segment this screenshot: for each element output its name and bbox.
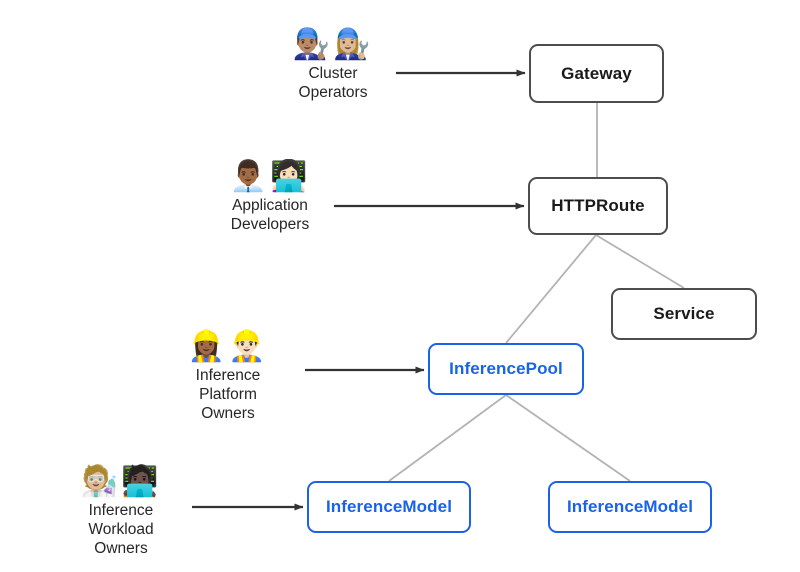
edge-httproute-inferencepool bbox=[505, 234, 597, 344]
node-inferencemodel-left[interactable]: InferenceModel bbox=[307, 481, 471, 533]
woman-construction-worker-icon man-construction-worker-icon: 👷🏾‍♀️👷🏻‍♂️ bbox=[187, 329, 269, 364]
persona-arrows bbox=[192, 69, 526, 511]
persona-caption-application-developers: Application Developers bbox=[230, 197, 310, 233]
scientist-icon technologist-icon: 🧑🏼‍🔬🧑🏿‍💻 bbox=[80, 464, 162, 499]
edge-inferencepool-inferencemodel-left bbox=[388, 394, 507, 482]
node-httproute[interactable]: HTTPRoute bbox=[528, 177, 668, 235]
node-gateway[interactable]: Gateway bbox=[529, 44, 664, 103]
node-label-inferencemodel-right: InferenceModel bbox=[566, 497, 694, 516]
node-label-service: Service bbox=[653, 304, 715, 323]
edge-inferencepool-inferencemodel-right bbox=[505, 394, 631, 482]
persona-caption-cluster-operators: Cluster Operators bbox=[298, 65, 368, 101]
persona-caption-inference-platform-owners: Inference Platform Owners bbox=[195, 367, 261, 422]
persona-inference-platform-owners: 👷🏾‍♀️👷🏻‍♂️Inference Platform Owners bbox=[172, 330, 284, 423]
node-inferencemodel-right[interactable]: InferenceModel bbox=[548, 481, 712, 533]
man-office-worker-icon woman-technologist-icon: 👨🏾‍💼👩🏻‍💻 bbox=[229, 159, 311, 194]
man-mechanic-icon woman-mechanic-icon: 👨🏽‍🔧👩🏼‍🔧 bbox=[292, 27, 374, 62]
node-service[interactable]: Service bbox=[611, 288, 757, 340]
persona-caption-inference-workload-owners: Inference Workload Owners bbox=[88, 502, 154, 557]
persona-cluster-operators: 👨🏽‍🔧👩🏼‍🔧Cluster Operators bbox=[286, 28, 380, 102]
node-inferencepool[interactable]: InferencePool bbox=[428, 343, 584, 395]
persona-inference-workload-owners: 🧑🏼‍🔬🧑🏿‍💻Inference Workload Owners bbox=[62, 465, 180, 558]
persona-application-developers: 👨🏾‍💼👩🏻‍💻Application Developers bbox=[220, 160, 320, 234]
node-label-inferencemodel-left: InferenceModel bbox=[325, 497, 453, 516]
node-label-inferencepool: InferencePool bbox=[449, 359, 563, 378]
node-label-httproute: HTTPRoute bbox=[551, 196, 645, 215]
edge-httproute-service bbox=[595, 234, 685, 289]
node-label-gateway: Gateway bbox=[561, 63, 632, 83]
